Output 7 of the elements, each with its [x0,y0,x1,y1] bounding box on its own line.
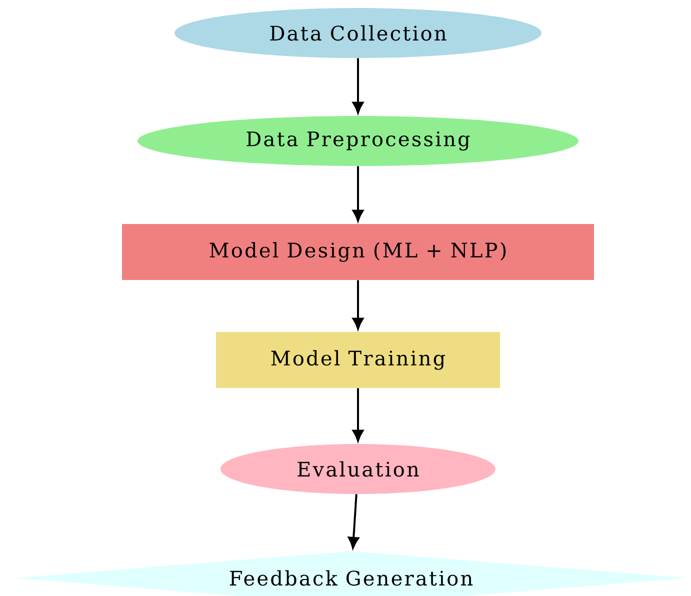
arrow [352,388,364,442]
arrow [348,494,360,549]
process-box: Model Design (ML + NLP) [122,224,594,280]
arrow [352,166,364,222]
process-box: Model Training [216,332,500,388]
arrow [352,58,364,114]
arrow [352,280,364,330]
